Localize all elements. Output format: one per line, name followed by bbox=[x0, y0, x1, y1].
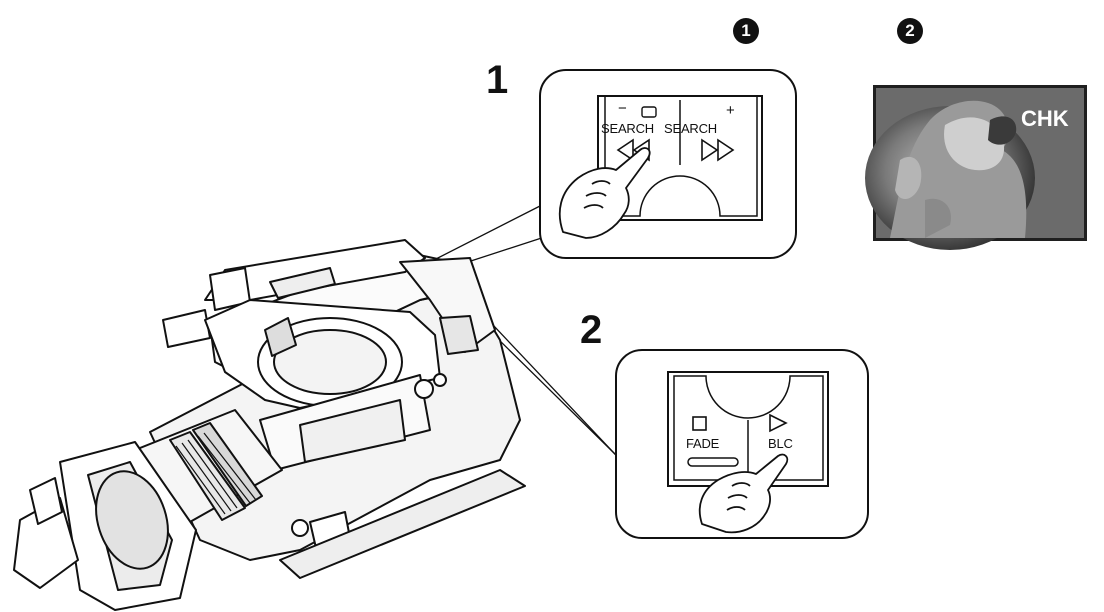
blc-label: BLC bbox=[768, 436, 793, 451]
minus-sign: − bbox=[618, 100, 627, 117]
rec-check-icon bbox=[641, 106, 657, 118]
pointing-hand-icon bbox=[558, 147, 651, 239]
square-stop-icon bbox=[692, 416, 707, 431]
callout-badge-1: 1 bbox=[733, 18, 759, 44]
pointing-hand-icon bbox=[698, 453, 789, 534]
screen-overlay-text: CHK bbox=[1021, 106, 1069, 131]
step-number-1: 1 bbox=[486, 58, 509, 102]
play-triangle-icon bbox=[769, 413, 788, 433]
fade-label: FADE bbox=[686, 436, 720, 451]
search-label-left: SEARCH bbox=[601, 121, 654, 136]
search-callout-panel bbox=[539, 69, 797, 259]
fade-indicator-bar bbox=[687, 457, 739, 467]
search-label-right: SEARCH bbox=[664, 121, 717, 136]
fade-callout-panel bbox=[615, 349, 869, 539]
lion-photo-art bbox=[865, 85, 1087, 250]
step-number-2: 2 bbox=[580, 308, 603, 352]
plus-sign: + bbox=[726, 102, 735, 119]
fast-forward-icon bbox=[701, 138, 735, 162]
callout-badge-2: 2 bbox=[897, 18, 923, 44]
camcorder-illustration bbox=[13, 239, 526, 611]
